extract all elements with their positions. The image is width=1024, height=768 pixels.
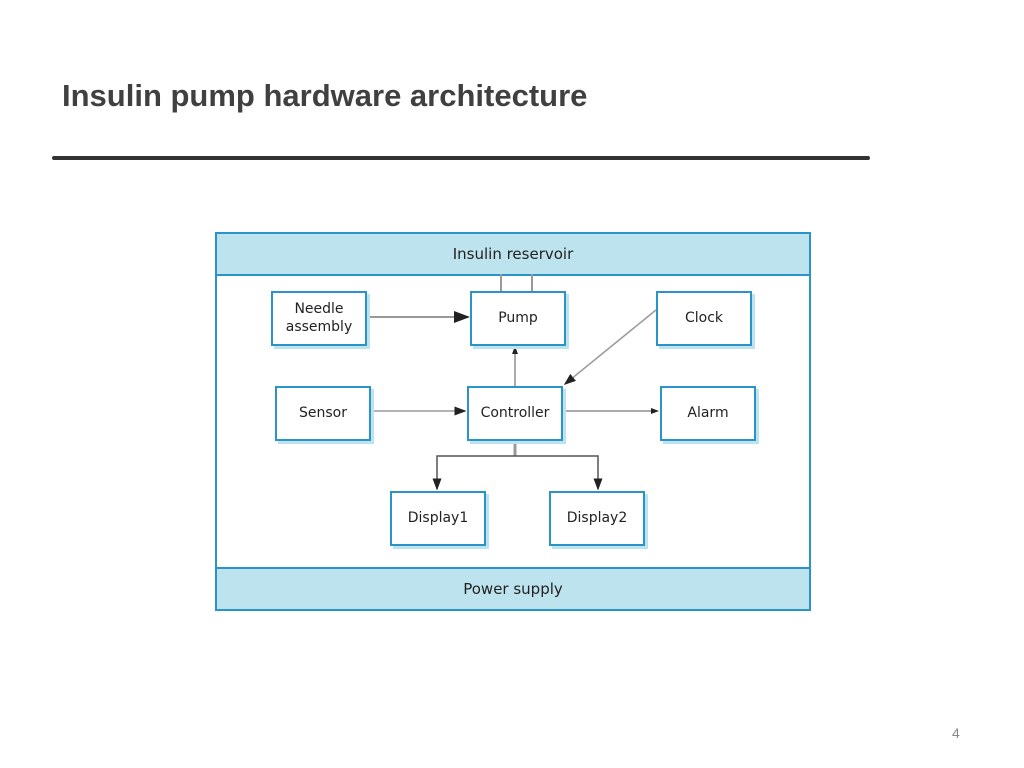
clock-to-controller-arrow: [563, 309, 657, 385]
sensor-node: Sensor: [275, 386, 371, 441]
display1-node: Display1: [390, 491, 486, 546]
insulin-reservoir: Insulin reservoir: [215, 232, 811, 276]
controller-to-display1-arrow: [432, 455, 515, 491]
clock-node: Clock: [656, 291, 752, 346]
display2-node: Display2: [549, 491, 645, 546]
alarm-node: Alarm: [660, 386, 756, 441]
pump-node: Pump: [470, 291, 566, 346]
needle-assembly-node: Needle assembly: [271, 291, 367, 346]
slide-title: Insulin pump hardware architecture: [62, 78, 588, 113]
title-divider: [52, 156, 870, 160]
controller-to-display2-arrow: [515, 455, 603, 491]
page-number: 4: [952, 725, 960, 741]
controller-node: Controller: [467, 386, 563, 441]
power-supply: Power supply: [215, 567, 811, 611]
